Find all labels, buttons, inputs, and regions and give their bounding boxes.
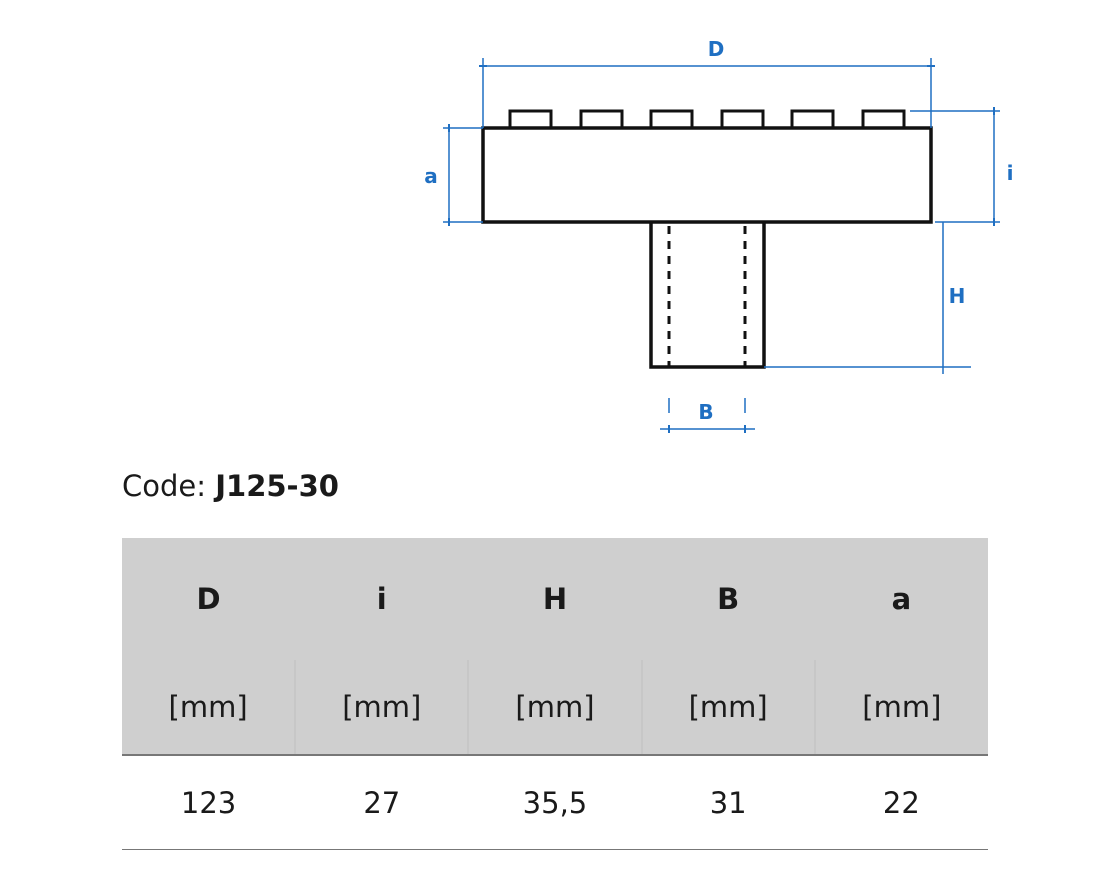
dimension-label-i: i	[1007, 161, 1014, 185]
stud	[861, 109, 906, 130]
table-cell: 123	[122, 755, 296, 850]
table-row: 123 27 35,5 31 22	[122, 755, 988, 850]
product-code: Code: J125-30	[122, 466, 339, 506]
column-header-symbol: B	[641, 538, 815, 660]
column-unit: [mm]	[122, 660, 296, 756]
code-value: J125-30	[215, 469, 339, 503]
column-header-symbol: H	[468, 538, 642, 660]
column-header-symbol: i	[295, 538, 469, 660]
column-header-symbol: a	[814, 538, 988, 660]
table-cell: 31	[641, 755, 815, 850]
stud	[649, 109, 694, 130]
column-header-symbol: D	[122, 538, 296, 660]
stud	[790, 109, 835, 130]
stud	[720, 109, 765, 130]
dimension-label-B: B	[698, 400, 713, 424]
table-header-units: [mm] [mm] [mm] [mm] [mm]	[122, 660, 988, 756]
dimensions-table: D i H B a [mm] [mm] [mm] [mm] [mm] 123 2…	[122, 538, 988, 850]
knob-head	[481, 126, 933, 224]
studs	[508, 109, 906, 130]
knob-stem	[649, 222, 766, 369]
column-unit: [mm]	[640, 660, 815, 756]
table-cell: 35,5	[468, 755, 642, 850]
table-header-symbols: D i H B a	[122, 538, 988, 660]
stud	[508, 109, 553, 130]
code-prefix: Code:	[122, 469, 216, 503]
table-cell: 22	[814, 755, 988, 850]
column-unit: [mm]	[294, 660, 469, 756]
table-cell: 27	[295, 755, 469, 850]
dimension-label-H: H	[949, 284, 966, 308]
dimension-label-D: D	[708, 37, 725, 61]
stud	[579, 109, 624, 130]
technical-drawing: D a i H B	[424, 37, 1014, 433]
column-unit: [mm]	[467, 660, 642, 756]
dimension-label-a: a	[424, 164, 438, 188]
column-unit: [mm]	[813, 660, 988, 756]
